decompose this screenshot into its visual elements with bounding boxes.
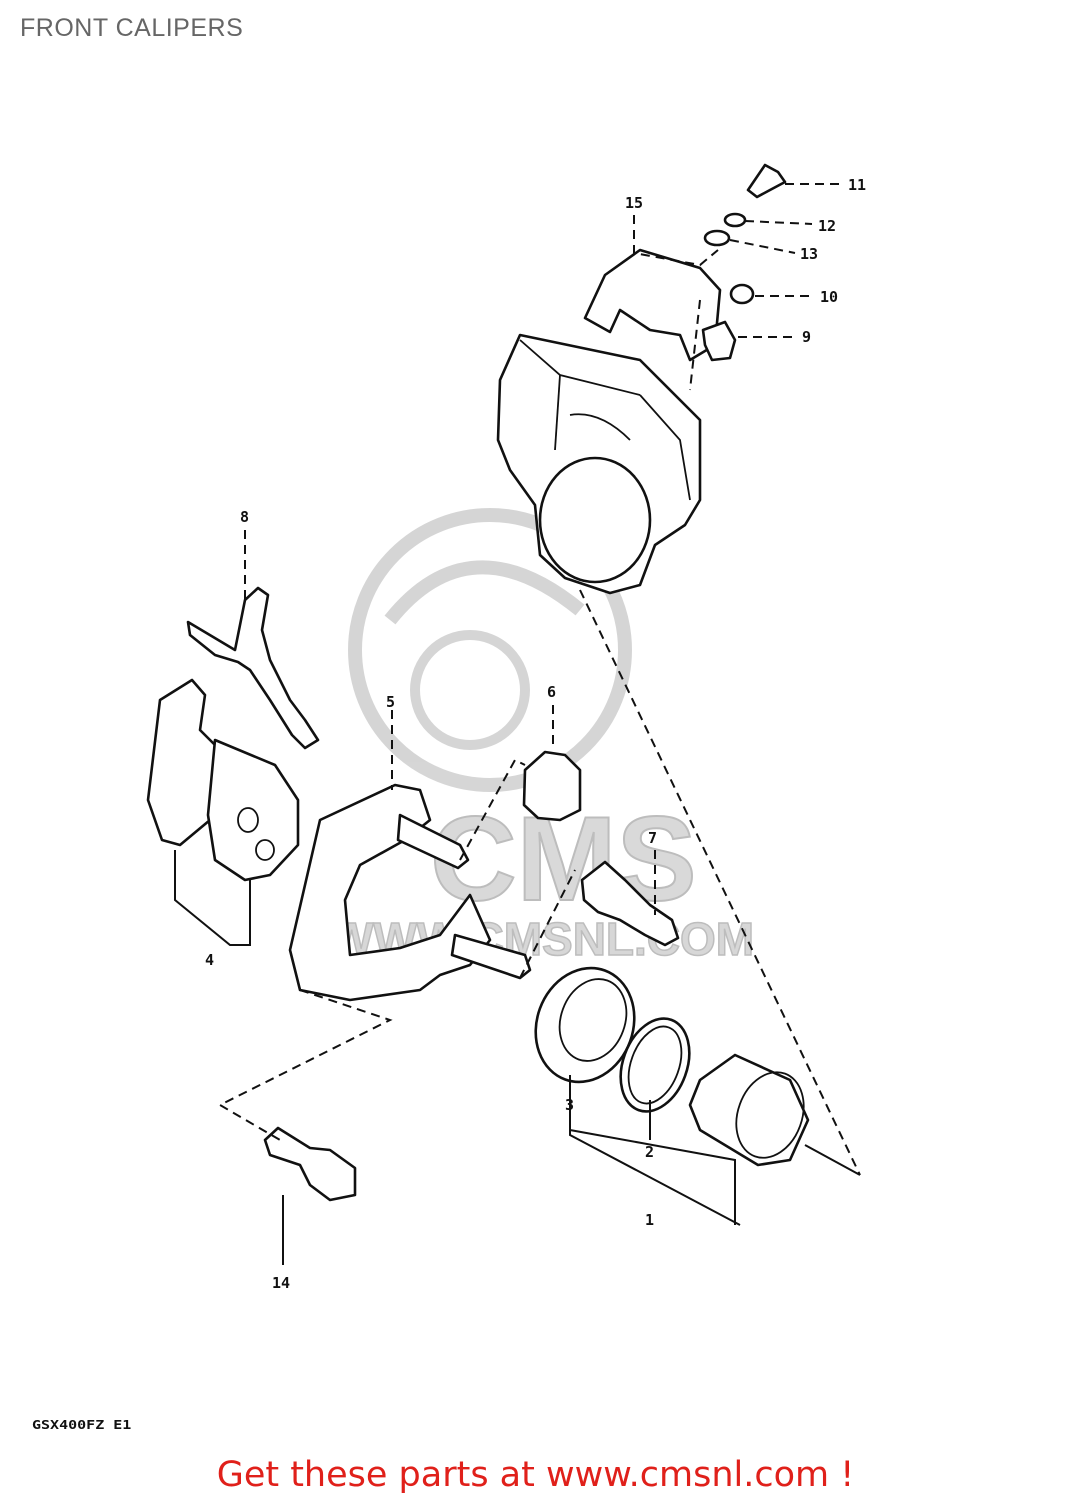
bleeder-cap: [729, 283, 755, 305]
callout-11: 11: [848, 176, 866, 194]
leader-lines: [174, 183, 861, 1265]
page-title: FRONT CALIPERS: [20, 14, 244, 42]
callout-10: 10: [820, 288, 838, 306]
bleeder-valve: [701, 320, 737, 362]
piston-1: [688, 1053, 810, 1167]
callout-7: 7: [648, 829, 657, 847]
brake-pads: [146, 678, 300, 882]
callout-numbers: 1 2 3 4 5 6 7 8 9 10 11 12 13 14 15: [205, 176, 866, 1292]
callout-2: 2: [645, 1143, 654, 1161]
callout-9: 9: [802, 328, 811, 346]
callout-8: 8: [240, 508, 249, 526]
callout-14: 14: [272, 1274, 290, 1292]
mounting-bolt: [263, 1126, 357, 1202]
cms-watermark-logo: [348, 508, 632, 792]
callout-1: 1: [645, 1211, 654, 1229]
callout-3: 3: [565, 1096, 574, 1114]
piston-ring-2: [619, 1017, 691, 1113]
pad-cover-bracket: [583, 248, 722, 362]
pin-boot: [522, 750, 582, 822]
caliper-housing: [496, 333, 702, 595]
caliper-bracket: [288, 783, 532, 1002]
callout-15: 15: [625, 194, 643, 212]
model-code: GSX400FZ E1: [32, 1417, 132, 1433]
callout-4: 4: [205, 951, 214, 969]
watermark-brand: CMS: [430, 792, 697, 926]
washer: [703, 229, 731, 247]
callout-12: 12: [818, 217, 836, 235]
callout-6: 6: [547, 683, 556, 701]
cta-link-text[interactable]: Get these parts at www.cmsnl.com !: [216, 1455, 855, 1495]
guide-pin: [580, 860, 680, 947]
lock-washer: [723, 212, 747, 228]
bolt-small: [746, 163, 787, 199]
pad-spring: [186, 586, 320, 750]
callout-13: 13: [800, 245, 818, 263]
callout-5: 5: [386, 693, 395, 711]
